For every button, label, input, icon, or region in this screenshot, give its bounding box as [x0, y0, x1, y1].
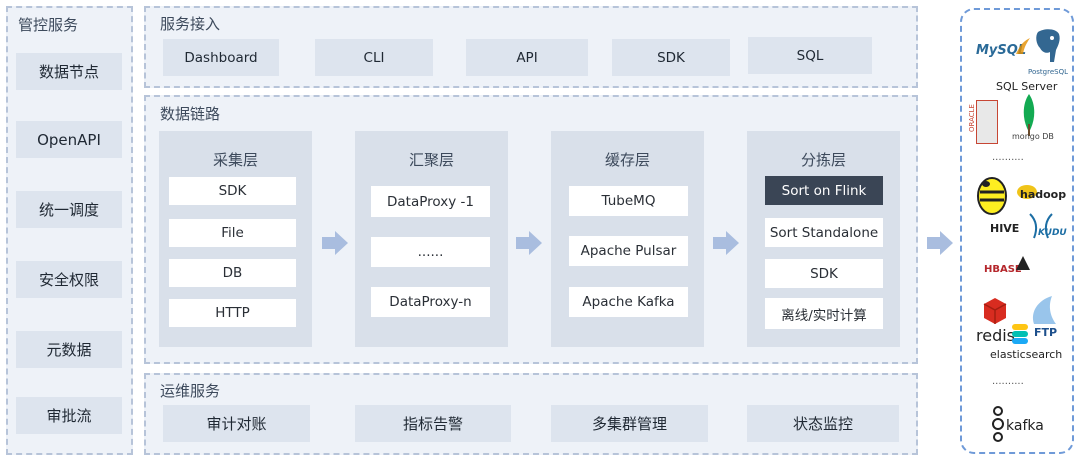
hive-bee-icon [977, 177, 1007, 215]
ellipsis: .......... [992, 376, 1024, 387]
stage-title: 缓存层 [604, 151, 650, 169]
management-item: 审批流 [16, 397, 122, 434]
ops-item: 多集群管理 [551, 405, 708, 442]
hbase-logo: HBASE [984, 264, 1022, 275]
stage-item: Apache Kafka [569, 287, 688, 317]
stage-item-highlight: Sort on Flink [765, 176, 883, 205]
postgresql-logo: PostgreSQL [1028, 68, 1068, 76]
ops-item: 状态监控 [747, 405, 899, 442]
management-item: 数据节点 [16, 53, 122, 90]
mongodb-leaf-icon [1023, 94, 1035, 136]
arrow-right-icon [322, 231, 348, 255]
kudu-icon [1029, 213, 1053, 239]
mongodb-logo: mongo DB [1012, 132, 1054, 141]
ftp-icon [1032, 296, 1056, 324]
kudu-logo: KUDU [1038, 228, 1067, 238]
ops-item: 指标告警 [355, 405, 511, 442]
stage-title: 分拣层 [800, 151, 846, 169]
arrow-right-icon [713, 231, 739, 255]
management-item: 统一调度 [16, 191, 122, 228]
hive-logo: HIVE [990, 222, 1020, 235]
ops-title: 运维服务 [160, 382, 221, 400]
ftp-logo: FTP [1034, 326, 1058, 339]
oracle-icon [976, 100, 998, 144]
stage-item: SDK [765, 259, 883, 288]
arrow-right-icon [516, 231, 542, 255]
stage-item: DataProxy -1 [371, 186, 490, 217]
ops-item: 审计对账 [163, 405, 310, 442]
management-item: OpenAPI [16, 121, 122, 158]
orca-icon [1016, 256, 1030, 270]
stage-item: DataProxy-n [371, 287, 490, 317]
access-item: CLI [315, 39, 433, 76]
sqlserver-logo: SQL Server [996, 80, 1058, 93]
stage-item: 离线/实时计算 [765, 298, 883, 329]
redis-cube-icon [983, 298, 1007, 324]
stage-item: HTTP [169, 299, 296, 327]
elephant-icon [1036, 29, 1060, 62]
arrow-right-icon [927, 231, 953, 255]
elasticsearch-logo: elasticsearch [990, 348, 1063, 361]
stage-item: DB [169, 259, 296, 287]
stage-item: SDK [169, 177, 296, 205]
redis-logo: redis [976, 326, 1016, 345]
storage-panel: MySQL PostgreSQL SQL Server ORACLE mongo… [960, 8, 1074, 454]
stage-title: 汇聚层 [408, 151, 454, 169]
access-item: API [466, 39, 588, 76]
stage-item: Sort Standalone [765, 218, 883, 247]
dolphin-icon [1016, 38, 1030, 54]
access-item: SDK [612, 39, 730, 76]
ellipsis: .......... [992, 152, 1024, 163]
stage-item: File [169, 219, 296, 247]
stage-item: TubeMQ [569, 186, 688, 216]
access-item: Dashboard [163, 39, 279, 76]
access-title: 服务接入 [160, 15, 221, 33]
management-item: 元数据 [16, 331, 122, 368]
stage-item: ...... [371, 237, 490, 267]
mysql-logo: MySQL [976, 43, 1027, 58]
hadoop-elephant-icon [1017, 185, 1037, 199]
hadoop-logo: hadoop [1020, 188, 1067, 201]
management-title: 管控服务 [18, 16, 79, 34]
kafka-icon [992, 406, 1004, 442]
elasticsearch-icon [1012, 324, 1028, 344]
oracle-logo: ORACLE [967, 104, 976, 132]
kafka-logo: kafka [1006, 418, 1044, 434]
stage-title: 采集层 [212, 151, 258, 169]
stage-item: Apache Pulsar [569, 236, 688, 266]
access-item: SQL [748, 37, 872, 74]
pipeline-title: 数据链路 [160, 105, 221, 123]
management-item: 安全权限 [16, 261, 122, 298]
